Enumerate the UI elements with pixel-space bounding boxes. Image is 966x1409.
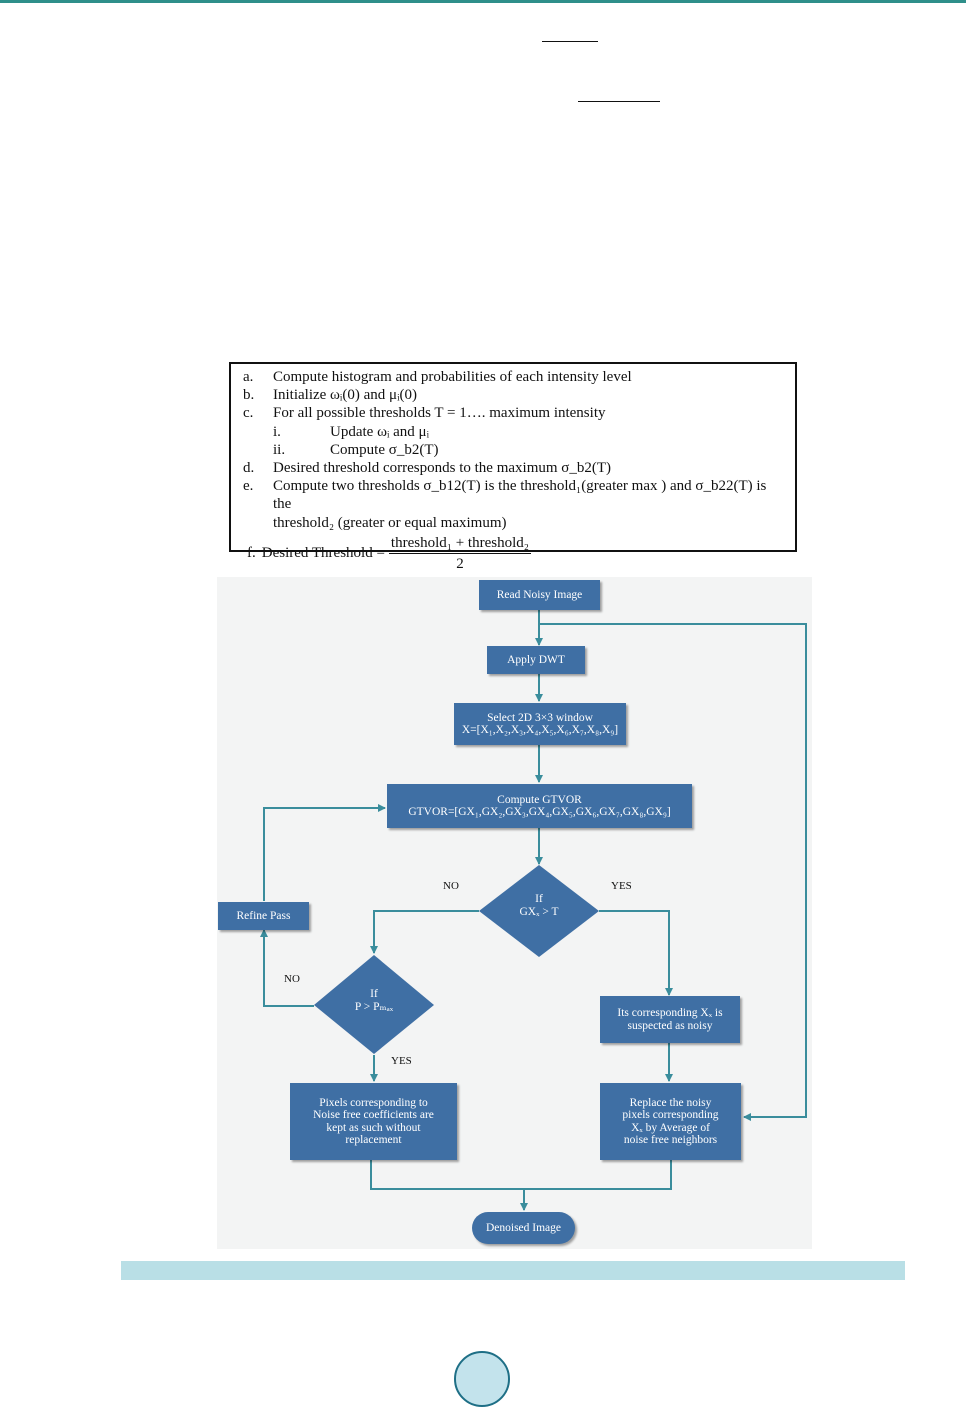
- decision-label-line2: GXₓ > T: [519, 906, 559, 918]
- step-marker: e.: [243, 478, 254, 495]
- figure-caption-bar: [121, 1261, 905, 1280]
- arrow-condition-no: [370, 910, 479, 954]
- node-replace-noisy: Replace the noisy pixels corresponding X…: [600, 1083, 741, 1160]
- node-label-line1: Select 2D 3×3 window: [487, 711, 593, 724]
- fraction-numerator: threshold₁ + threshold₂: [388, 534, 531, 555]
- branch-label-no-2: NO: [284, 973, 300, 985]
- node-label-line3: Xₓ by Average of: [631, 1121, 710, 1134]
- node-label: Read Noisy Image: [496, 588, 583, 601]
- node-label-line1: Pixels corresponding to: [319, 1096, 428, 1109]
- header-rule: [0, 0, 966, 3]
- algorithm-step-c-ii: ii. Compute σ_b2(T): [243, 441, 785, 459]
- step-marker: a.: [243, 369, 254, 385]
- node-label-line4: noise free neighbors: [623, 1134, 718, 1146]
- step-text: Update ωᵢ and μᵢ: [330, 423, 430, 440]
- arrow-bypass-to-replace: [539, 623, 807, 1121]
- arrow-refine-to-gtvor: [263, 804, 386, 901]
- algorithm-step-e: e. Compute two thresholds σ_b12(T) is th…: [243, 477, 785, 513]
- decision-diamond-pmax: [314, 955, 434, 1054]
- step-text: threshold₂ (greater or equal maximum): [273, 514, 507, 531]
- branch-label-yes-1: YES: [611, 880, 632, 892]
- node-read-noisy-image: Read Noisy Image: [479, 580, 600, 610]
- algorithm-step-f: f. Desired Threshold = threshold₁ + thre…: [243, 534, 785, 573]
- node-label: Denoised Image: [485, 1221, 562, 1234]
- node-keep-noise-free: Pixels corresponding to Noise free coeff…: [290, 1083, 457, 1160]
- final-threshold-fraction: threshold₁ + threshold₂ 2: [388, 534, 531, 573]
- branch-label-yes-2: YES: [391, 1055, 412, 1067]
- decision-pmax-label: If P > Pₘₐₓ: [334, 988, 414, 1014]
- step-marker: i.: [273, 423, 281, 440]
- equation-fraction-line-1: [542, 41, 598, 42]
- arrow-condition-yes: [599, 910, 673, 996]
- node-suspected-noisy: Its corresponding Xₓ is suspected as noi…: [600, 996, 740, 1043]
- step-text: Compute σ_b2(T): [330, 441, 439, 458]
- final-threshold-label: Desired Threshold =: [261, 545, 385, 562]
- fraction-denominator: 2: [456, 556, 464, 573]
- node-label-line2: GTVOR=[GX₁,GX₂,GX₃,GX₄,GX₅,GX₆,GX₇,GX₈,G…: [408, 806, 671, 818]
- step-text: Desired threshold corresponds to the max…: [273, 460, 612, 477]
- node-label-line2: pixels corresponding: [622, 1109, 719, 1121]
- page-number-badge: [454, 1351, 510, 1407]
- node-label-line2: X=[X₁,X₂,X₃,X₄,X₅,X₆,X₇,X₈,X₉]: [461, 724, 619, 736]
- node-label-line1: Replace the noisy: [629, 1096, 712, 1109]
- equation-fraction-line-2: [578, 101, 660, 102]
- node-label-line4: replacement: [345, 1134, 402, 1146]
- node-label-line1: Its corresponding Xₓ is: [617, 1007, 723, 1019]
- arrow-condition2-no: [260, 929, 314, 1007]
- step-text: For all possible thresholds T = 1…. maxi…: [273, 405, 606, 422]
- node-compute-gtvor: Compute GTVOR GTVOR=[GX₁,GX₂,GX₃,GX₄,GX₅…: [387, 784, 692, 828]
- decision-label-line1: If: [370, 988, 378, 1000]
- merge-line: [370, 1160, 672, 1190]
- step-marker: b.: [243, 387, 255, 404]
- step-text: Compute histogram and probabilities of e…: [273, 369, 632, 385]
- node-label-line2: Noise free coefficients are: [313, 1109, 434, 1121]
- step-text: Initialize ωᵢ(0) and μᵢ(0): [273, 387, 418, 404]
- decision-gxx-label: If GXₓ > T: [499, 893, 579, 919]
- step-marker: ii.: [273, 441, 286, 458]
- algorithm-step-d: d. Desired threshold corresponds to the …: [243, 459, 785, 477]
- step-marker: c.: [243, 405, 254, 422]
- node-label: Refine Pass: [236, 909, 291, 922]
- algorithm-step-c-i: i. Update ωᵢ and μᵢ: [243, 423, 785, 441]
- algorithm-box: a. Compute histogram and probabilities o…: [229, 362, 797, 572]
- decision-diamond-gxx: [479, 865, 599, 957]
- node-apply-dwt: Apply DWT: [487, 646, 585, 674]
- node-select-window: Select 2D 3×3 window X=[X₁,X₂,X₃,X₄,X₅,X…: [454, 703, 626, 745]
- step-text: Compute two thresholds σ_b12(T) is the t…: [273, 478, 767, 513]
- algorithm-step-a: a. Compute histogram and probabilities o…: [243, 368, 785, 386]
- node-refine-pass: Refine Pass: [218, 902, 309, 930]
- branch-label-no-1: NO: [443, 880, 459, 892]
- algorithm-step-c: c. For all possible thresholds T = 1…. m…: [243, 404, 785, 422]
- node-label-line3: kept as such without: [326, 1121, 421, 1134]
- algorithm-step-b: b. Initialize ωᵢ(0) and μᵢ(0): [243, 386, 785, 404]
- algorithm-step-e-continued: threshold₂ (greater or equal maximum): [243, 514, 785, 532]
- decision-label-line1: If: [535, 893, 543, 905]
- node-label-line2: suspected as noisy: [627, 1019, 713, 1032]
- decision-label-line2: P > Pₘₐₓ: [354, 1001, 394, 1013]
- step-marker: d.: [243, 460, 255, 477]
- node-denoised-image: Denoised Image: [472, 1212, 575, 1244]
- node-label-line1: Compute GTVOR: [497, 793, 582, 806]
- node-label: Apply DWT: [507, 653, 565, 666]
- step-marker: f.: [247, 545, 256, 562]
